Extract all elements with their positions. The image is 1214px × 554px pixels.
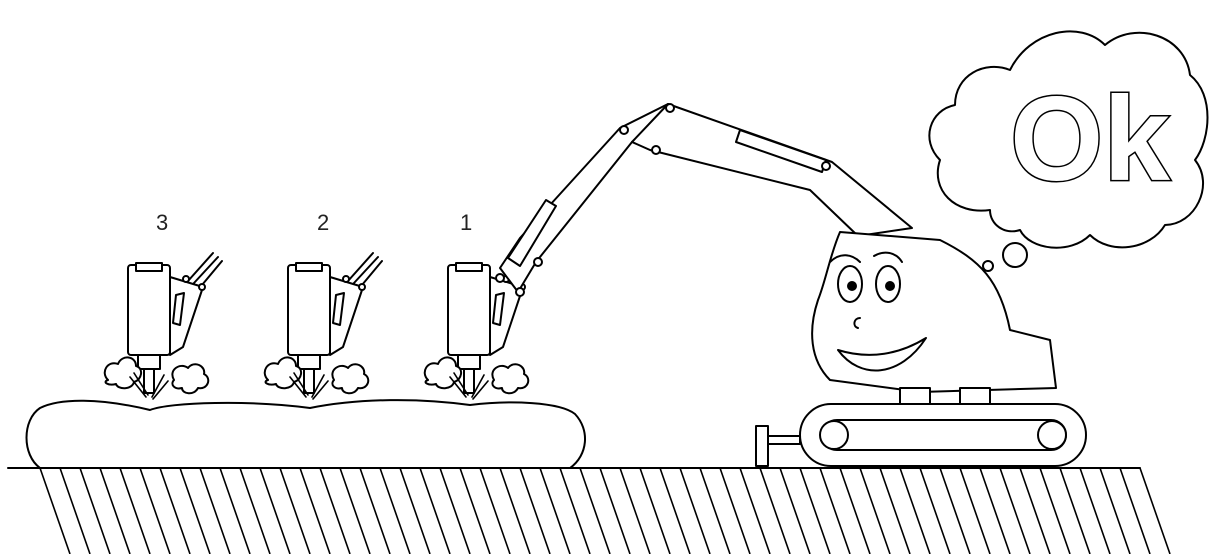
- hatch-line: [1120, 468, 1150, 554]
- hatch-line: [980, 468, 1010, 554]
- hatch-line: [680, 468, 710, 554]
- hatch-line: [640, 468, 670, 554]
- hatch-line: [1000, 468, 1030, 554]
- hatch-line: [1060, 468, 1090, 554]
- excavator-body: [756, 232, 1086, 466]
- hatch-line: [80, 468, 110, 554]
- hatch-line: [260, 468, 290, 554]
- step-label-1: 1: [460, 212, 472, 234]
- hatch-line: [1040, 468, 1070, 554]
- hatch-line: [880, 468, 910, 554]
- hatch-line: [480, 468, 510, 554]
- hatch-line: [620, 468, 650, 554]
- hatch-line: [200, 468, 230, 554]
- hatch-line: [760, 468, 790, 554]
- hatch-line: [840, 468, 870, 554]
- hatch-line: [1080, 468, 1110, 554]
- hatch-line: [460, 468, 490, 554]
- hatch-line: [280, 468, 310, 554]
- hatch-line: [1100, 468, 1130, 554]
- hatch-line: [540, 468, 570, 554]
- hatch-line: [800, 468, 830, 554]
- thought-bubble: Ok: [929, 31, 1207, 271]
- hatch-line: [340, 468, 370, 554]
- hatch-line: [400, 468, 430, 554]
- breaker-2: [265, 253, 382, 399]
- hatch-line: [780, 468, 810, 554]
- hatch-line: [500, 468, 530, 554]
- hatch-line: [40, 468, 70, 554]
- hatch-line: [60, 468, 90, 554]
- breaker-3: [105, 253, 222, 399]
- hatch-line: [300, 468, 330, 554]
- hatch-line: [740, 468, 770, 554]
- hatch-line: [700, 468, 730, 554]
- hatch-line: [140, 468, 170, 554]
- step-label-2: 2: [317, 212, 329, 234]
- hatch-line: [660, 468, 690, 554]
- hatch-line: [520, 468, 550, 554]
- hatch-line: [720, 468, 750, 554]
- hatch-line: [1020, 468, 1050, 554]
- hatch-line: [560, 468, 590, 554]
- hatch-line: [240, 468, 270, 554]
- hatch-line: [420, 468, 450, 554]
- hatch-line: [580, 468, 610, 554]
- hatch-line: [120, 468, 150, 554]
- hatch-line: [820, 468, 850, 554]
- rock-slab: [27, 400, 586, 468]
- hatch-line: [920, 468, 950, 554]
- hatch-line: [600, 468, 630, 554]
- hatch-line: [220, 468, 250, 554]
- hatch-line: [440, 468, 470, 554]
- ground-hatching: [40, 468, 1170, 554]
- hatch-line: [380, 468, 410, 554]
- hatch-line: [960, 468, 990, 554]
- hatch-line: [860, 468, 890, 554]
- hatch-line: [100, 468, 130, 554]
- hatch-line: [1140, 468, 1170, 554]
- hatch-line: [940, 468, 970, 554]
- hatch-line: [180, 468, 210, 554]
- hatch-line: [900, 468, 930, 554]
- step-label-3: 3: [156, 212, 168, 234]
- hatch-line: [360, 468, 390, 554]
- hatch-line: [320, 468, 350, 554]
- ok-text: Ok: [1010, 72, 1170, 206]
- hatch-line: [160, 468, 190, 554]
